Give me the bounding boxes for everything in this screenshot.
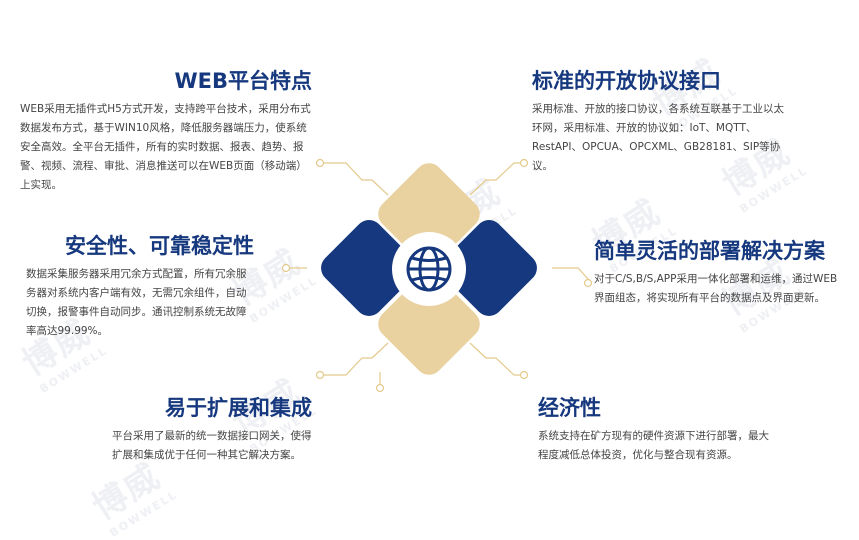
feature-economy-title: 经济性 — [538, 396, 601, 420]
feature-security-desc: 数据采集服务器采用冗余方式配置，所有冗余服务器对系统内客户端有效，无需冗余组件，… — [26, 268, 247, 337]
diamond-top — [378, 163, 480, 265]
diamond-right — [441, 220, 537, 316]
center-diamond-graphic — [281, 158, 593, 393]
connector-bottom-left — [324, 342, 389, 376]
feature-economy: 经济性 系统支持在矿方现有的硬件资源下进行部署，最大程度减低总体投资，优化与整合… — [538, 395, 778, 465]
feature-security: 安全性、可靠稳定性 数据采集服务器采用冗余方式配置，所有冗余服务器对系统内客户端… — [26, 233, 254, 341]
feature-extend: 易于扩展和集成 平台采用了最新的统一数据接口网关，使得扩展和集成优于任何一种其它… — [112, 395, 312, 465]
feature-extend-title: 易于扩展和集成 — [165, 396, 312, 420]
feature-extend-desc: 平台采用了最新的统一数据接口网关，使得扩展和集成优于任何一种其它解决方案。 — [112, 430, 312, 461]
feature-protocol: 标准的开放协议接口 采用标准、开放的接口协议，各系统互联基于工业以太环网，采用标… — [532, 68, 794, 176]
connector-top-right — [469, 162, 520, 196]
feature-economy-desc: 系统支持在矿方现有的硬件资源下进行部署，最大程度减低总体投资，优化与整合现有资源… — [538, 430, 769, 461]
connector-bottom-right — [469, 342, 520, 376]
feature-web: WEB平台特点 WEB采用无插件式H5方式开发，支持跨平台技术，采用分布式数据发… — [20, 68, 312, 195]
diamond-bottom — [378, 273, 480, 375]
diamond-left — [321, 220, 417, 316]
feature-deploy: 简单灵活的部署解决方案 对于C/S,B/S,APP采用一体化部署和运维，通过WE… — [594, 238, 842, 308]
feature-deploy-title: 简单灵活的部署解决方案 — [594, 239, 825, 263]
feature-protocol-desc: 采用标准、开放的接口协议，各系统互联基于工业以太环网，采用标准、开放的协议如：I… — [532, 103, 784, 172]
feature-deploy-desc: 对于C/S,B/S,APP采用一体化部署和运维，通过WEB界面组态，将实现所有平… — [594, 273, 838, 304]
connector-lines — [290, 162, 589, 384]
feature-web-title: WEB平台特点 — [174, 69, 312, 93]
connector-dots — [281, 158, 593, 393]
globe-icon — [406, 246, 452, 292]
connector-right — [552, 267, 589, 280]
feature-web-desc: WEB采用无插件式H5方式开发，支持跨平台技术，采用分布式数据发布方式，基于WI… — [20, 103, 311, 191]
connector-top-left — [324, 162, 389, 196]
feature-security-title: 安全性、可靠稳定性 — [65, 234, 254, 258]
feature-protocol-title: 标准的开放协议接口 — [532, 69, 721, 93]
